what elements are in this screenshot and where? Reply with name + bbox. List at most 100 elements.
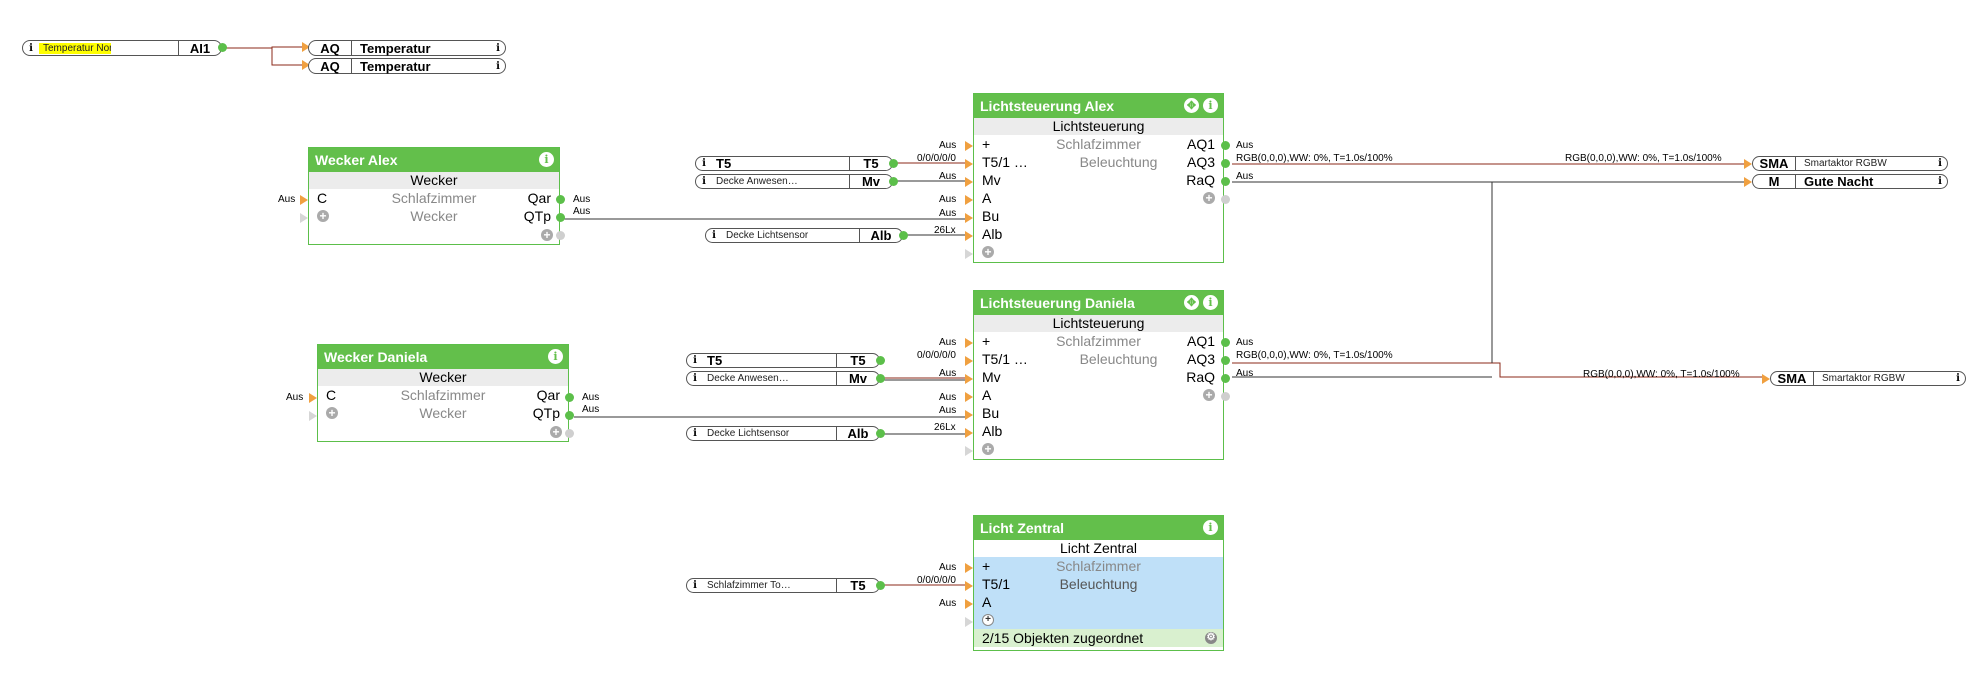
info-icon[interactable]: i [702, 158, 706, 169]
info-icon[interactable]: i [1956, 373, 1960, 384]
output-dot[interactable] [889, 177, 898, 186]
output-dot[interactable] [1221, 392, 1230, 401]
input-arrow[interactable] [965, 195, 973, 205]
add-circle-icon[interactable]: + [1203, 192, 1215, 204]
output-dot[interactable] [1221, 195, 1230, 204]
block-header[interactable]: Lichtsteuerung Alex ✥ i [974, 94, 1223, 118]
add-circle-icon[interactable]: + [326, 407, 338, 419]
input-arrow[interactable] [965, 428, 973, 438]
output-dot[interactable] [1221, 177, 1230, 186]
output-dot[interactable] [889, 159, 898, 168]
motion-input-pill[interactable]: i Decke Anwesen… Mv [695, 174, 893, 189]
input-arrow[interactable] [965, 446, 973, 456]
assignment-footer[interactable]: 2/15 Objekten zugeordnet ⚙ [974, 629, 1223, 647]
input-arrow[interactable] [965, 563, 973, 573]
output-dot[interactable] [218, 43, 227, 52]
add-circle-icon[interactable]: + [1203, 389, 1215, 401]
output-dot[interactable] [876, 581, 885, 590]
info-icon[interactable]: i [712, 230, 716, 241]
output-dot[interactable] [1221, 374, 1230, 383]
lichtsteuerung-daniela-block[interactable]: Lichtsteuerung Daniela ✥ i Lichtsteuerun… [973, 290, 1224, 460]
info-icon[interactable]: i [693, 580, 697, 591]
t5-input-pill[interactable]: i T5 T5 [695, 156, 893, 171]
info-icon[interactable]: i [1938, 158, 1942, 169]
input-arrow[interactable] [309, 393, 317, 403]
input-arrow[interactable] [965, 581, 973, 591]
lichtsteuerung-alex-block[interactable]: Lichtsteuerung Alex ✥ i Lichtsteuerung +… [973, 93, 1224, 263]
input-arrow[interactable] [965, 249, 973, 259]
input-arrow[interactable] [302, 60, 310, 70]
input-arrow[interactable] [965, 617, 973, 627]
move-icon[interactable]: ✥ [1184, 295, 1199, 310]
output-dot[interactable] [565, 393, 574, 402]
temperature-input-pill[interactable]: i Temperatur Nord… AI1 [22, 40, 222, 56]
block-header[interactable]: Wecker Alex i [309, 148, 559, 172]
input-arrow[interactable] [965, 599, 973, 609]
licht-zentral-block[interactable]: Licht Zentral i Licht Zentral +Schlafzim… [973, 515, 1224, 651]
info-icon[interactable]: i [1938, 176, 1942, 187]
t5-input-pill[interactable]: i T5 T5 [686, 353, 880, 368]
input-arrow[interactable] [300, 195, 308, 205]
input-arrow[interactable] [1744, 177, 1752, 187]
gute-nacht-output[interactable]: M Gute Nacht i [1752, 174, 1948, 189]
input-arrow[interactable] [965, 410, 973, 420]
input-arrow[interactable] [300, 213, 308, 223]
move-icon[interactable]: ✥ [1184, 98, 1199, 113]
output-dot[interactable] [565, 429, 574, 438]
info-icon[interactable]: i [1203, 520, 1218, 535]
output-dot[interactable] [556, 213, 565, 222]
info-icon[interactable]: i [548, 349, 563, 364]
add-circle-icon[interactable]: + [982, 443, 994, 455]
info-icon[interactable]: i [693, 355, 697, 366]
smartaktor-rgbw-daniela[interactable]: SMA Smartaktor RGBW i [1770, 371, 1966, 386]
motion-input-pill[interactable]: i Decke Anwesen… Mv [686, 371, 880, 386]
add-circle-icon[interactable]: + [541, 229, 553, 241]
block-header[interactable]: Lichtsteuerung Daniela ✥ i [974, 291, 1223, 315]
input-arrow[interactable] [965, 159, 973, 169]
info-icon[interactable]: i [693, 428, 697, 439]
input-arrow[interactable] [1762, 374, 1770, 384]
temperature-output-1[interactable]: AQ Temperatur i [308, 40, 506, 56]
smartaktor-rgbw-alex[interactable]: SMA Smartaktor RGBW i [1752, 156, 1948, 171]
input-arrow[interactable] [965, 141, 973, 151]
output-dot[interactable] [1221, 141, 1230, 150]
output-dot[interactable] [1221, 338, 1230, 347]
info-icon[interactable]: i [1203, 98, 1218, 113]
output-dot[interactable] [1221, 159, 1230, 168]
input-arrow[interactable] [965, 392, 973, 402]
info-icon[interactable]: i [496, 60, 500, 72]
output-dot[interactable] [556, 195, 565, 204]
output-dot[interactable] [1221, 356, 1230, 365]
add-circle-icon[interactable]: + [982, 246, 994, 258]
output-dot[interactable] [876, 429, 885, 438]
add-circle-icon[interactable]: + [317, 210, 329, 222]
info-icon[interactable]: i [1203, 295, 1218, 310]
info-icon[interactable]: i [693, 373, 697, 384]
output-dot[interactable] [899, 231, 908, 240]
info-icon[interactable]: i [702, 176, 706, 187]
output-dot[interactable] [556, 231, 565, 240]
info-icon[interactable]: i [29, 42, 33, 54]
add-circle-icon[interactable]: + [550, 426, 562, 438]
info-icon[interactable]: i [539, 152, 554, 167]
input-arrow[interactable] [965, 213, 973, 223]
block-header[interactable]: Wecker Daniela i [318, 345, 568, 369]
temperature-output-2[interactable]: AQ Temperatur i [308, 58, 506, 74]
input-arrow[interactable] [965, 177, 973, 187]
input-arrow[interactable] [302, 42, 310, 52]
light-sensor-input-pill[interactable]: i Decke Lichtsensor Alb [705, 228, 903, 243]
output-dot[interactable] [565, 411, 574, 420]
light-sensor-input-pill[interactable]: i Decke Lichtsensor Alb [686, 426, 880, 441]
settings-icon[interactable]: ⚙ [1205, 632, 1217, 644]
schlafzimmer-taster-input-pill[interactable]: i Schlafzimmer To… T5 [686, 578, 880, 593]
output-dot[interactable] [876, 356, 885, 365]
block-header[interactable]: Licht Zentral i [974, 516, 1223, 540]
input-arrow[interactable] [965, 338, 973, 348]
input-arrow[interactable] [309, 411, 317, 421]
input-arrow[interactable] [965, 231, 973, 241]
info-icon[interactable]: i [496, 42, 500, 54]
input-arrow[interactable] [1744, 159, 1752, 169]
input-arrow[interactable] [965, 356, 973, 366]
